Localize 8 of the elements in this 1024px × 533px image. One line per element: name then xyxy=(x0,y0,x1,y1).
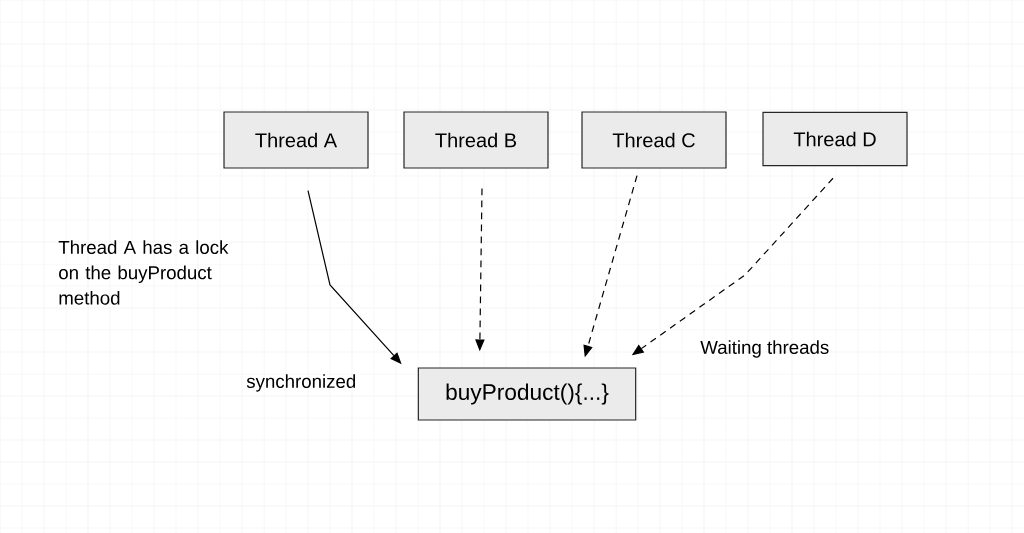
note-text: Waiting threads xyxy=(700,340,829,358)
process-box: Thread C xyxy=(581,111,727,169)
process-box: Thread D xyxy=(762,111,908,167)
process-box: buyProduct(){...} xyxy=(417,367,637,421)
process-box: Thread A xyxy=(223,111,369,169)
note-text: synchronized xyxy=(246,374,356,392)
note-text: Thread A has a lock on the buyProduct method xyxy=(58,240,229,305)
process-box: Thread B xyxy=(403,111,549,169)
